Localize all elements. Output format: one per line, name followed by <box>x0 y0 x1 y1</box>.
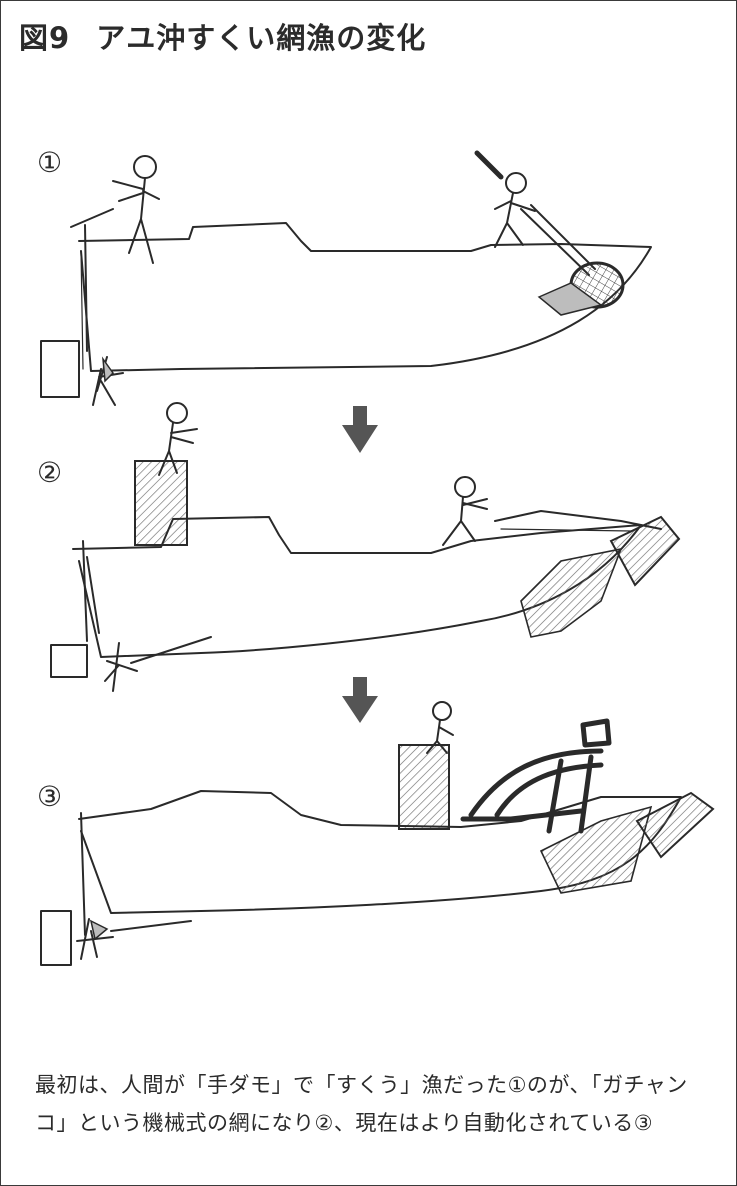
boat-2-rudder <box>51 645 87 677</box>
step-label-2: ② <box>37 459 62 487</box>
boat-2-wheelhouse <box>135 461 187 545</box>
boat-1-stern-mast <box>71 209 113 351</box>
boat-2-net <box>521 549 621 637</box>
step-label-3: ③ <box>37 783 62 811</box>
down-arrow-1-icon <box>342 406 378 453</box>
boat-3-automated <box>41 702 713 965</box>
fisherman-2-figure <box>477 153 595 275</box>
down-arrow-2-icon <box>342 677 378 723</box>
propeller-1-icon <box>93 357 123 405</box>
propeller-2-icon <box>105 637 211 691</box>
boat-2-gachanko <box>51 403 679 691</box>
propeller-3-icon <box>77 919 191 959</box>
dip-net-icon <box>539 263 623 315</box>
boat-1-rudder <box>41 341 79 397</box>
deckhand-figure <box>443 477 487 545</box>
fisherman-1-figure <box>113 156 159 263</box>
boat-3-net-machine <box>463 721 713 893</box>
dip-net-handle <box>477 153 501 177</box>
figure-caption: 最初は、人間が「手ダモ」で「すくう」漁だった①のが、「ガチャンコ」という機械式の… <box>35 1066 715 1142</box>
step-label-1: ① <box>37 149 62 177</box>
boat-1-hand-net <box>41 153 651 405</box>
boat-3-wheelhouse <box>399 745 449 829</box>
boat-3-rudder <box>41 911 71 965</box>
